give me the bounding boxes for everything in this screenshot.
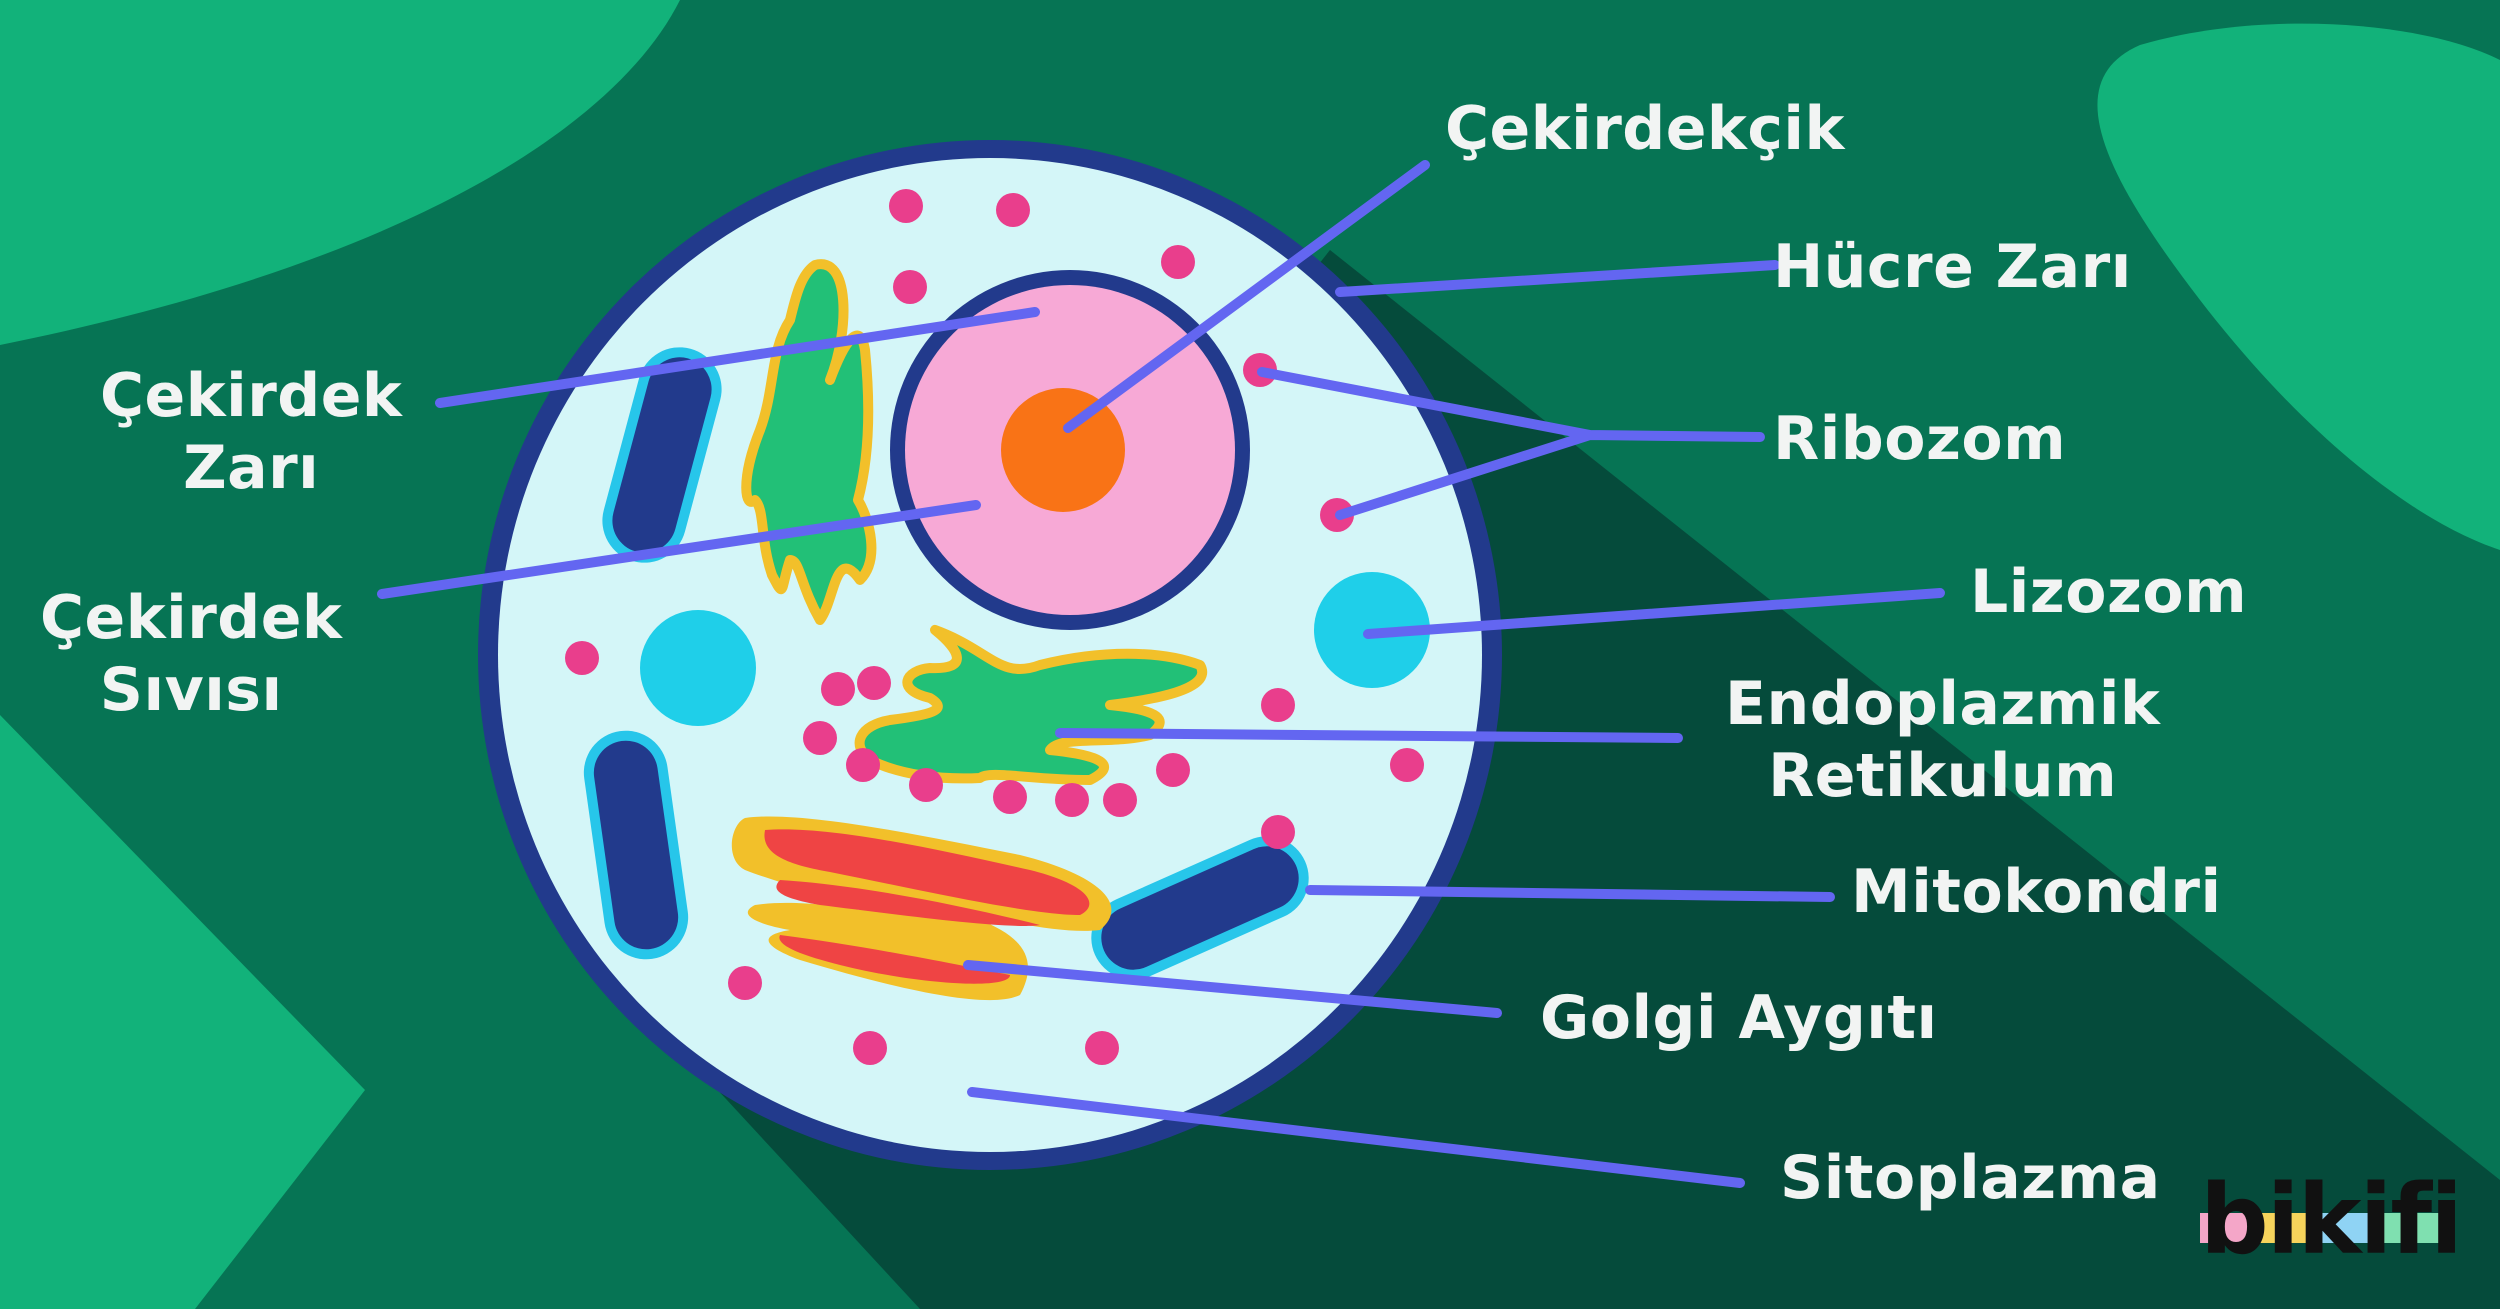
ribosome-dot	[853, 1031, 887, 1065]
ribosome-dot	[889, 189, 923, 223]
leader-line-ribosome	[1257, 367, 1765, 520]
ribosome-dot	[993, 780, 1027, 814]
ribosome-dot	[909, 768, 943, 802]
ribosome-dot	[846, 748, 880, 782]
golgi-apparatus-shape	[731, 816, 1112, 1001]
ribosomes	[565, 189, 1424, 1065]
ribosome-dot	[1261, 815, 1295, 849]
label-lysosome: Lizozom	[1970, 557, 2248, 627]
ribosome-dot	[803, 721, 837, 755]
ribosome-dot	[996, 193, 1030, 227]
label-nuclear-membrane: Çekirdek Zarı	[100, 360, 402, 504]
label-cell-membrane: Hücre Zarı	[1773, 232, 2132, 302]
bikifi-logo: bikifi	[2200, 1164, 2463, 1276]
leader-line-nuclear-membrane	[435, 307, 1040, 408]
label-nucleoplasm: Çekirdek Sıvısı	[40, 582, 342, 726]
logo-stripe-pink	[2200, 1213, 2252, 1243]
label-nuclear-membrane-line2: Zarı	[183, 433, 320, 503]
label-nucleolus: Çekirdekçik	[1445, 94, 1845, 164]
label-nucleoplasm-line2: Sıvısı	[99, 655, 283, 725]
label-golgi: Golgi Aygıtı	[1540, 983, 1938, 1053]
background-blob-top-left	[0, 0, 680, 345]
label-er-line1: Endoplazmik	[1725, 669, 2161, 739]
logo-stripe-yellow	[2252, 1213, 2322, 1243]
background-blob-bottom-left	[0, 715, 365, 1309]
ribosome-dot	[1161, 245, 1195, 279]
logo-text: bikifi	[2200, 1164, 2463, 1276]
leader-line-nucleolus	[1063, 160, 1430, 433]
mitochondrion-3	[1091, 836, 1309, 980]
ribosome-dot	[728, 966, 762, 1000]
mitochondrion-1	[602, 347, 722, 563]
nucleolus-shape	[1001, 388, 1125, 512]
leader-line-lysosome	[1363, 588, 1945, 639]
ribosome-dot	[1390, 748, 1424, 782]
leader-line-er	[1055, 728, 1683, 743]
ribosome-dot	[1085, 1031, 1119, 1065]
endoplasmic-reticulum-lower	[854, 625, 1208, 785]
label-endoplasmic-reticulum: Endoplazmik Retikulum	[1725, 668, 2160, 812]
ribosome-dot	[1055, 783, 1089, 817]
label-nucleoplasm-line1: Çekirdek	[40, 583, 343, 653]
ribosome-dot	[565, 641, 599, 675]
ribosome-dot	[1103, 783, 1137, 817]
leader-line-cytoplasm	[967, 1087, 1745, 1188]
leader-line-mitochondria	[1305, 885, 1835, 902]
label-cytoplasm: Sitoplazma	[1780, 1143, 2161, 1213]
leader-line-golgi	[963, 960, 1502, 1018]
label-nuclear-membrane-line1: Çekirdek	[100, 361, 403, 431]
leader-line-nucleoplasm	[377, 500, 981, 599]
ribosome-dot	[1156, 753, 1190, 787]
ribosome-dot	[857, 666, 891, 700]
background-blob-top-right	[2097, 23, 2500, 550]
ribosome-dot	[1261, 688, 1295, 722]
mitochondrion-2	[583, 730, 689, 960]
label-er-line2: Retikulum	[1768, 741, 2118, 811]
logo-stripe-blue	[2322, 1213, 2382, 1243]
lysosome-1	[640, 610, 756, 726]
label-mitochondria: Mitokondri	[1851, 857, 2222, 927]
ribosome-dot	[821, 672, 855, 706]
logo-stripe-green	[2382, 1213, 2442, 1243]
leader-line-cell-membrane	[1335, 260, 1780, 297]
label-ribosome: Ribozom	[1773, 404, 2067, 474]
leader-lines	[377, 160, 1945, 1188]
ribosome-dot	[893, 270, 927, 304]
